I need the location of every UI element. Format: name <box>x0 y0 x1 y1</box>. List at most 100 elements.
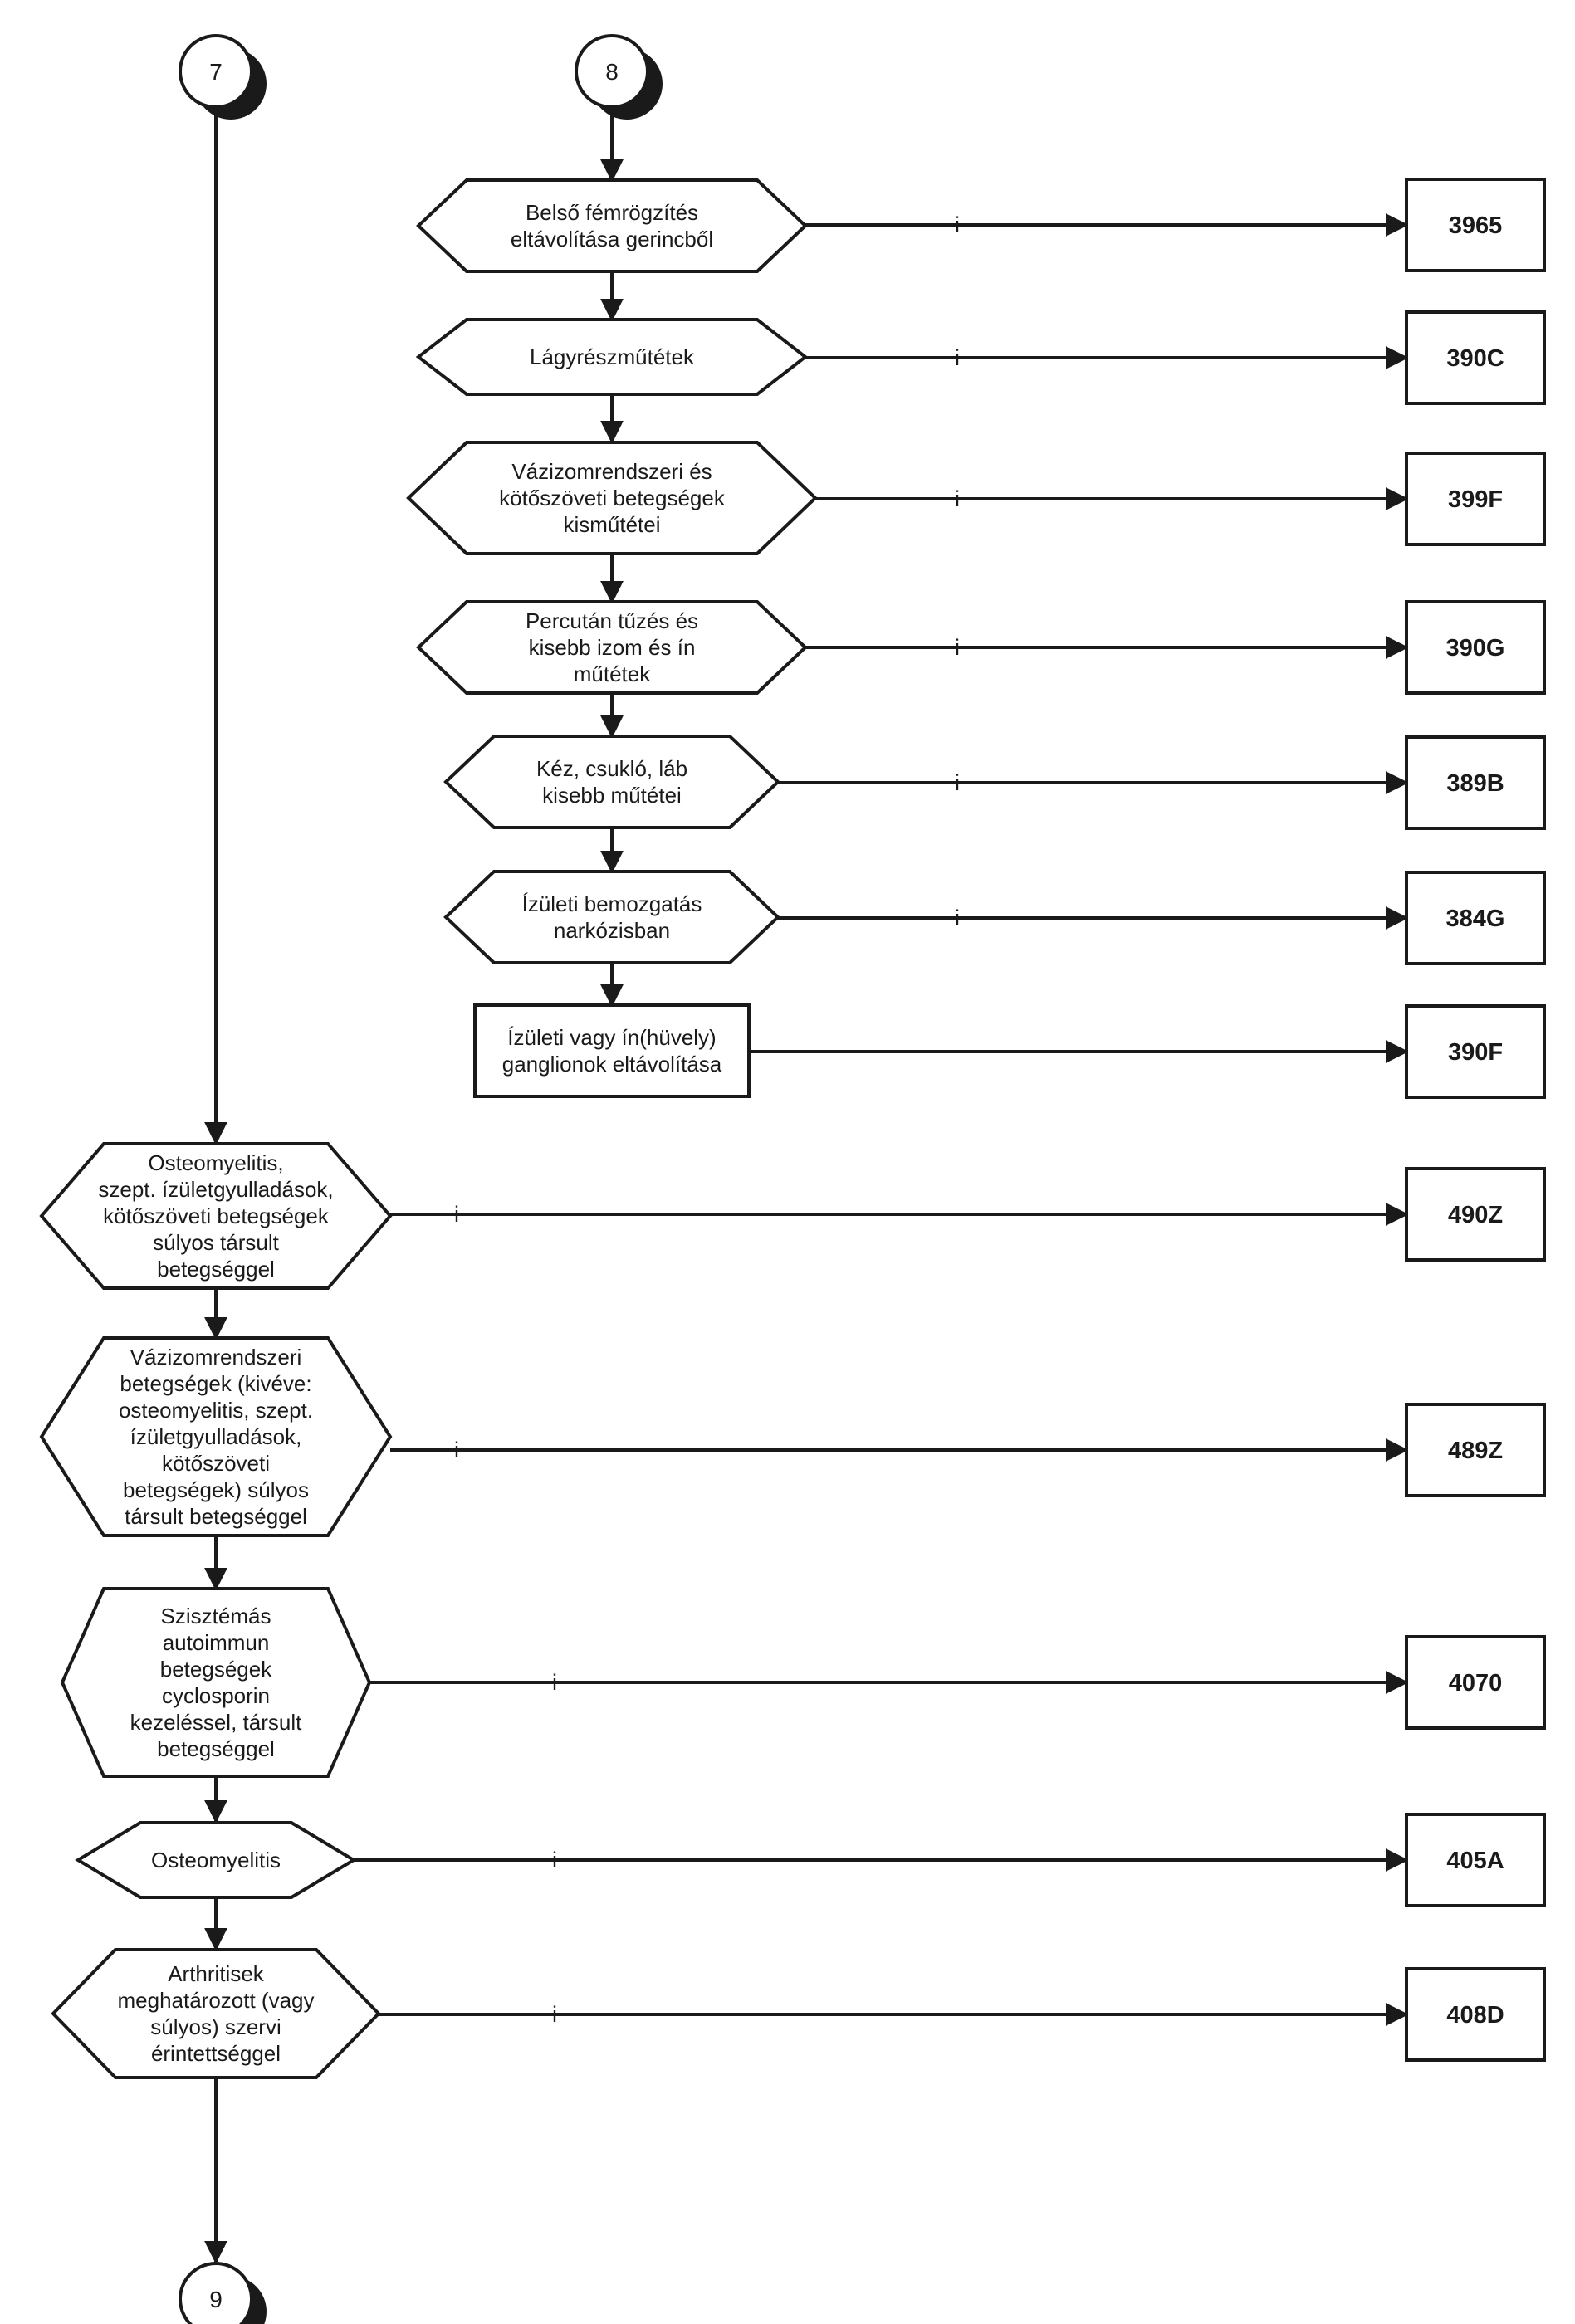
left-decision-shape-2 <box>60 1587 372 1778</box>
left-branch-label-2: i <box>552 1670 557 1695</box>
right-process-shape-6 <box>473 1003 751 1098</box>
right-result-box-4 <box>1405 735 1546 830</box>
left-node-2-line-3: cyclosporin <box>162 1683 270 1708</box>
right-result-code-1: 390C <box>1446 345 1504 372</box>
right-node-1-line-0: Lágyrészműtétek <box>530 344 695 369</box>
left-node-3-line-0: Osteomyelitis <box>151 1848 281 1872</box>
left-result-box-1 <box>1405 1403 1546 1497</box>
left-node-0-line-2: kötőszöveti betegségek <box>103 1204 330 1228</box>
left-decision-shape-1 <box>39 1336 393 1537</box>
right-result-code-0: 3965 <box>1449 212 1503 239</box>
right-node-5-line-0: Ízületi bemozgatás <box>522 891 702 916</box>
left-branch-label-4: i <box>552 2002 557 2027</box>
left-node-1-line-3: ízületgyulladások, <box>130 1424 302 1449</box>
right-node-4-line-0: Kéz, csukló, láb <box>536 756 687 781</box>
right-node-6: Ízületi vagy ín(hüvely)ganglionok eltávo… <box>473 1003 1546 1099</box>
right-result-code-3: 390G <box>1446 635 1505 662</box>
right-node-2-line-0: Vázizomrendszeri és <box>511 459 712 484</box>
left-node-2: iSzisztémásautoimmunbetegségekcyclospori… <box>60 1587 1546 1778</box>
left-node-1-line-4: kötőszöveti <box>162 1451 270 1476</box>
left-result-code-2: 4070 <box>1449 1670 1503 1697</box>
right-node-0-line-0: Belső fémrögzítés <box>526 200 698 225</box>
right-branch-label-5: i <box>955 906 960 930</box>
left-node-1-line-5: betegségek) súlyos <box>123 1477 309 1502</box>
right-result-code-5: 384G <box>1446 906 1505 932</box>
left-node-2-line-1: autoimmun <box>163 1630 270 1655</box>
left-node-1-line-0: Vázizomrendszeri <box>130 1345 302 1370</box>
right-node-3-line-0: Percután tűzés és <box>526 608 698 633</box>
left-result-box-4 <box>1405 1967 1546 2062</box>
right-node-6-line-0: Ízületi vagy ín(hüvely) <box>507 1025 716 1050</box>
left-node-0-line-4: betegséggel <box>157 1257 275 1282</box>
left-result-box-3 <box>1405 1813 1546 1907</box>
left-branch-label-0: i <box>454 1202 459 1227</box>
right-result-box-0 <box>1405 178 1546 272</box>
connector-9: 9 <box>179 2262 267 2324</box>
left-result-box-0 <box>1405 1167 1546 1262</box>
connector-9-label: 9 <box>209 2287 223 2312</box>
left-node-2-line-0: Szisztémás <box>161 1604 271 1628</box>
right-decision-shape-0 <box>416 178 808 273</box>
right-node-3-line-1: kisebb izom és ín <box>529 635 696 660</box>
right-node-4-line-1: kisebb műtétei <box>542 783 682 808</box>
left-node-4-line-0: Arthritisek <box>168 1961 265 1986</box>
right-node-3-line-2: műtétek <box>574 662 651 686</box>
left-node-1-line-2: osteomyelitis, szept. <box>119 1398 313 1423</box>
left-node-4-line-1: meghatározott (vagy <box>117 1988 314 2013</box>
right-result-box-5 <box>1405 871 1546 965</box>
right-decision-shape-1 <box>415 318 809 396</box>
right-node-5-line-1: narkózisban <box>554 918 670 943</box>
connector-8-label: 8 <box>605 59 619 85</box>
right-node-0-line-1: eltávolítása gerincből <box>511 227 713 251</box>
left-node-4-line-2: súlyos) szervi <box>150 2014 281 2039</box>
left-decision-shape-3 <box>75 1821 357 1899</box>
connector-7-label: 7 <box>209 59 223 85</box>
left-branch-label-1: i <box>454 1438 459 1462</box>
left-node-0-line-0: Osteomyelitis, <box>148 1150 283 1175</box>
right-node-1: i Lágyrészműtétek 390C <box>415 310 1546 405</box>
left-result-code-3: 405A <box>1446 1848 1504 1874</box>
right-decision-shape-2 <box>406 441 818 555</box>
right-branch-label-0: i <box>955 212 960 237</box>
right-branch-label-2: i <box>955 486 960 511</box>
right-branch-label-3: i <box>955 635 960 660</box>
right-branch-label-4: i <box>955 770 960 795</box>
left-branch-label-3: i <box>552 1848 557 1872</box>
right-decision-shape-3 <box>416 600 808 695</box>
left-node-2-line-5: betegséggel <box>157 1736 275 1761</box>
right-result-code-6: 390F <box>1448 1039 1503 1066</box>
right-result-box-3 <box>1405 600 1546 695</box>
left-node-2-line-4: kezeléssel, társult <box>130 1710 302 1735</box>
right-result-code-2: 399F <box>1448 486 1503 513</box>
right-node-2-line-1: kötőszöveti betegségek <box>499 486 726 510</box>
left-node-0: i Osteomyelitis,szept. ízületgyulladások,… <box>39 1142 1546 1290</box>
left-result-box-2 <box>1405 1635 1546 1730</box>
left-node-4-line-3: érintettséggel <box>151 2041 281 2066</box>
left-result-code-1: 489Z <box>1448 1438 1503 1464</box>
left-result-code-4: 408D <box>1446 2002 1504 2029</box>
right-result-box-1 <box>1405 310 1546 405</box>
left-node-0-line-1: szept. ízületgyulladások, <box>98 1177 333 1202</box>
right-node-2-line-2: kisműtétei <box>563 512 660 537</box>
connector-8: 8 <box>575 34 663 120</box>
right-decision-shape-4 <box>443 735 780 829</box>
right-result-code-4: 389B <box>1446 770 1504 797</box>
right-result-box-6 <box>1405 1004 1546 1099</box>
connector-7: 7 <box>179 34 267 120</box>
left-node-3: i Osteomyelitis 405A <box>75 1813 1546 1907</box>
left-result-code-0: 490Z <box>1448 1202 1503 1228</box>
right-node-6-line-1: ganglionok eltávolítása <box>502 1052 722 1077</box>
right-branch-label-1: i <box>955 345 960 370</box>
left-node-0-line-3: súlyos társult <box>153 1230 279 1255</box>
right-decision-shape-5 <box>443 870 780 964</box>
left-node-1-line-6: társult betegséggel <box>125 1504 307 1529</box>
left-decision-shape-0 <box>39 1142 393 1290</box>
